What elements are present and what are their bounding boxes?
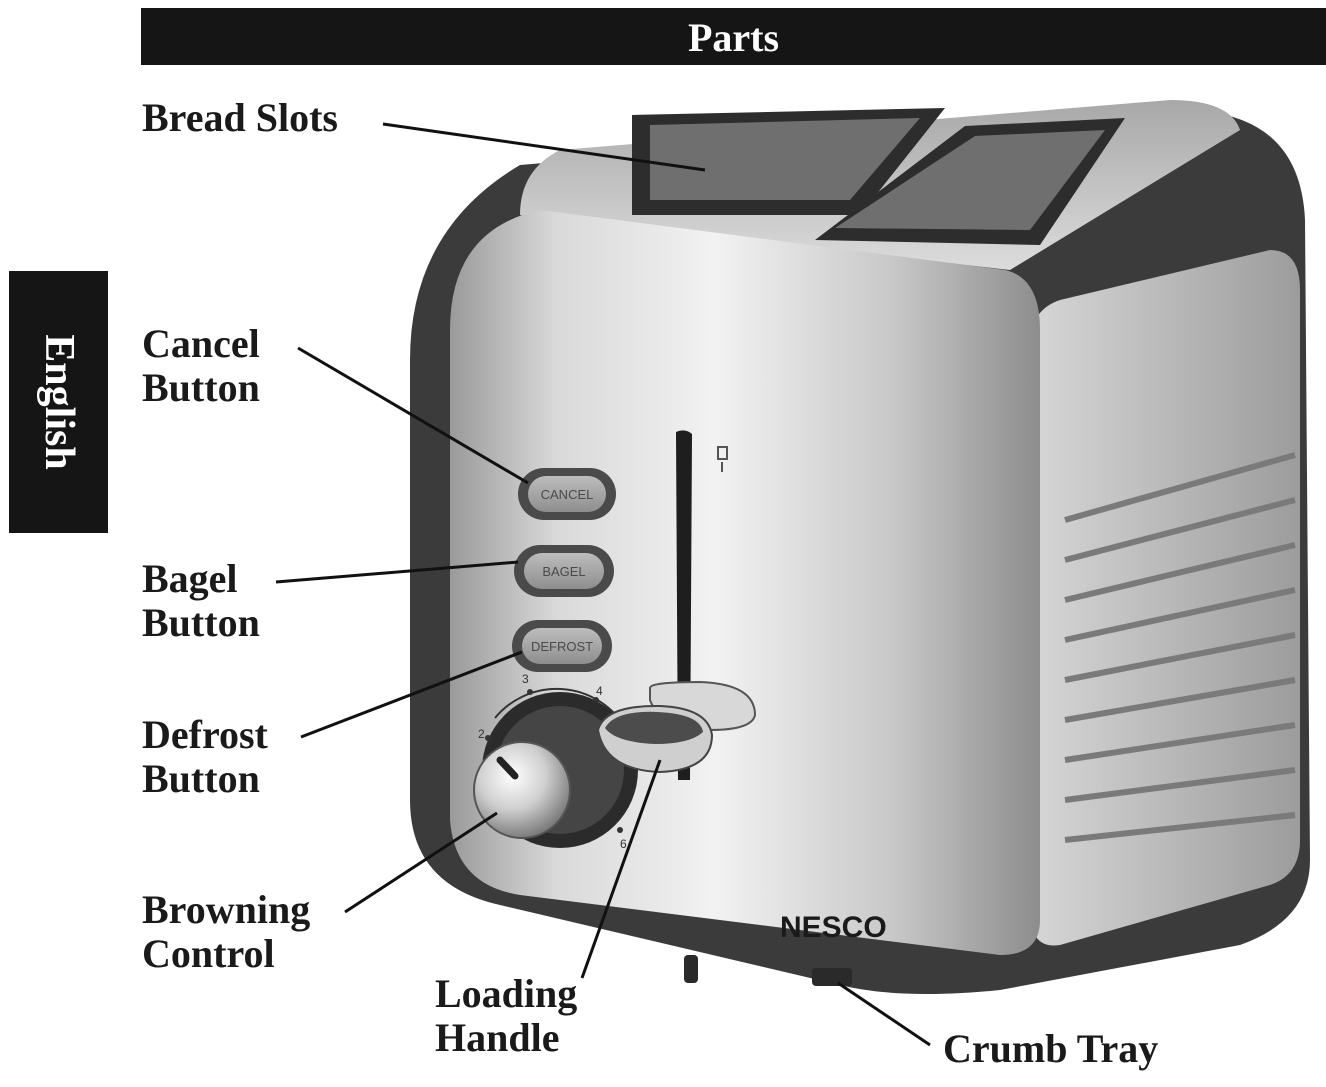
callout-loading-handle: Loading Handle — [435, 972, 577, 1060]
section-header: Parts — [141, 8, 1326, 65]
bagel-button-graphic: BAGEL — [514, 545, 614, 597]
defrost-button-text: DEFROST — [531, 639, 593, 654]
callout-bagel-button: Bagel Button — [142, 557, 260, 645]
toaster-side-panel — [1030, 250, 1300, 946]
cancel-button-text: CANCEL — [541, 487, 594, 502]
bread-slot-right — [815, 118, 1125, 245]
callout-browning-line1: Browning — [142, 887, 311, 932]
cancel-button-graphic: CANCEL — [518, 468, 616, 520]
callout-crumb-tray: Crumb Tray — [943, 1026, 1159, 1071]
callout-cancel-line2: Button — [142, 365, 260, 410]
defrost-button-graphic: DEFROST — [512, 620, 612, 672]
callout-bagel-line1: Bagel — [142, 556, 238, 601]
callout-bagel-line2: Button — [142, 600, 260, 645]
callout-defrost-line2: Button — [142, 756, 260, 801]
dial-mark-6: 6 — [620, 837, 627, 851]
dial-mark-4: 4 — [596, 684, 603, 698]
dial-mark-3: 3 — [522, 672, 529, 686]
callout-cancel-line1: Cancel — [142, 321, 260, 366]
callout-loading-line1: Loading — [435, 971, 578, 1016]
crumb-tray-tab — [812, 968, 852, 986]
bread-slot-left — [632, 108, 945, 215]
language-tab: English — [9, 271, 108, 533]
callout-cancel-button: Cancel Button — [142, 322, 260, 410]
leader-lines — [275, 122, 931, 1047]
callout-loading-line2: Handle — [435, 1015, 560, 1060]
section-title: Parts — [687, 15, 780, 60]
callout-bread-slots: Bread Slots — [142, 95, 338, 140]
loading-handle-graphic — [596, 680, 757, 774]
callout-defrost-button: Defrost Button — [142, 713, 268, 801]
callout-browning-line2: Control — [142, 931, 275, 976]
callout-defrost-line1: Defrost — [142, 712, 268, 757]
bagel-button-text: BAGEL — [542, 564, 585, 579]
callout-browning-control: Browning Control — [142, 888, 310, 976]
brand-logo: NESCO — [780, 911, 887, 944]
bagel-indicator-icon — [717, 446, 728, 460]
dial-mark-2: 2 — [478, 727, 485, 741]
side-ribs — [1064, 452, 1296, 843]
toaster-foot — [684, 955, 698, 983]
